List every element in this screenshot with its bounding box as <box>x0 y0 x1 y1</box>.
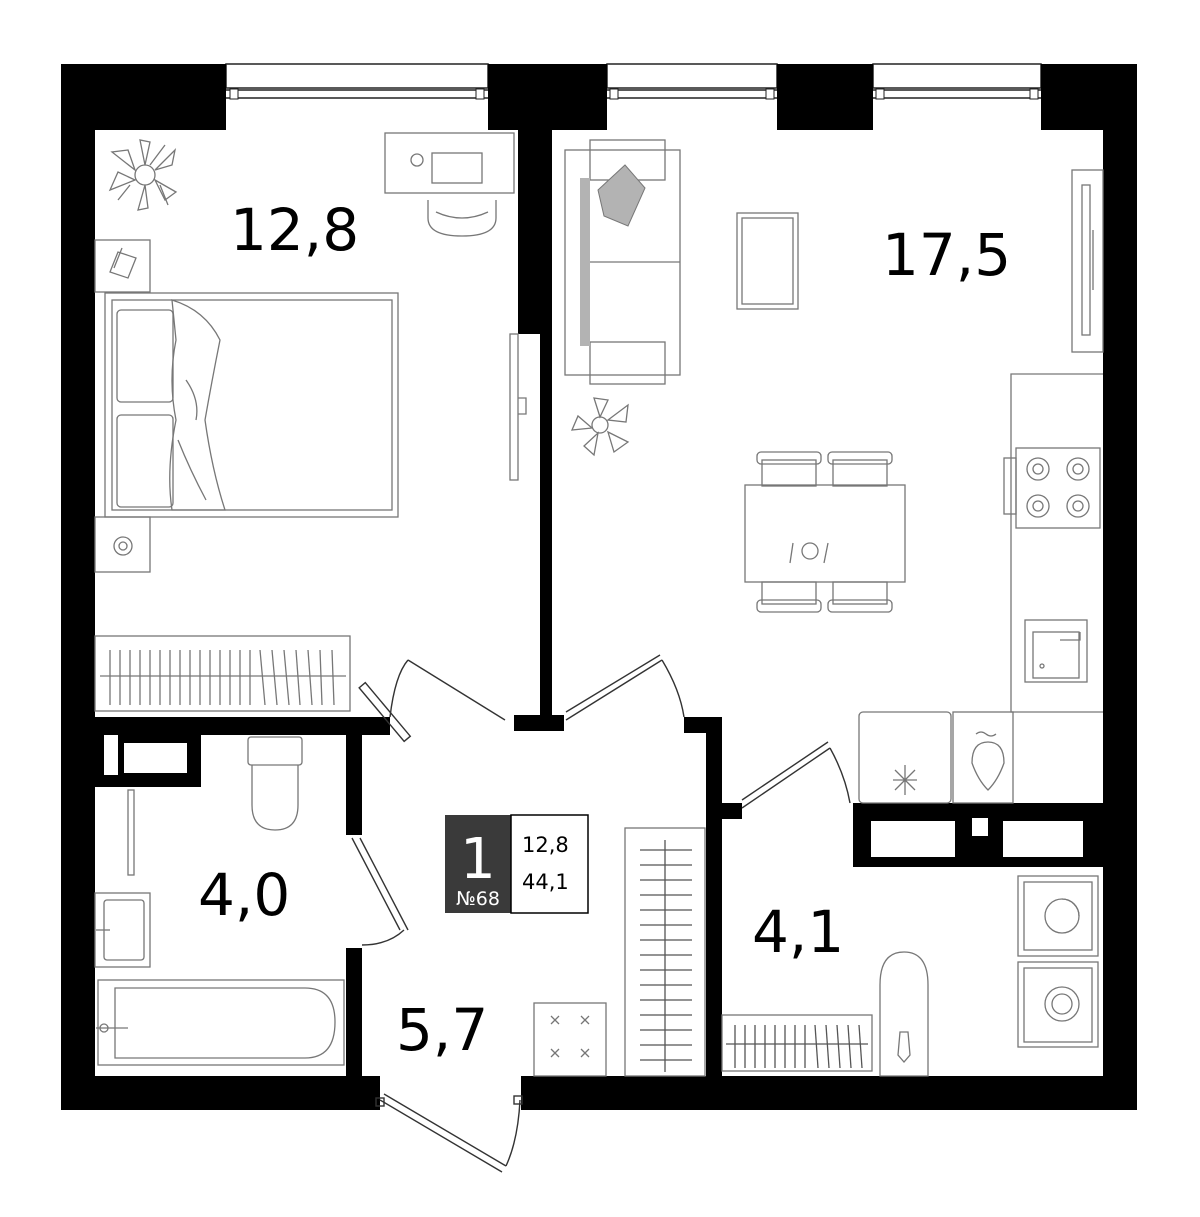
room-area-storage: 4,1 <box>752 898 844 966</box>
nightstand-bottom <box>94 516 151 573</box>
window-living-left <box>606 63 778 100</box>
room-area-hallway: 5,7 <box>396 996 488 1064</box>
badge-box <box>445 815 511 913</box>
tv-living <box>1071 169 1104 353</box>
door-bathroom <box>351 837 409 946</box>
desk <box>384 132 515 194</box>
living-furniture <box>564 139 1104 804</box>
storage-furniture <box>721 875 1099 1077</box>
washbasin <box>94 892 151 968</box>
dining-table <box>744 484 906 583</box>
cooktop <box>1003 447 1101 529</box>
dryer <box>1017 961 1099 1048</box>
room-area-bathroom: 4,0 <box>198 861 290 929</box>
living-area: 12,8 <box>522 833 569 857</box>
bathroom-furniture <box>94 736 345 1066</box>
dining-chair <box>761 459 817 487</box>
area-box <box>510 814 589 914</box>
fridge <box>858 711 952 804</box>
desk-chair <box>427 200 497 237</box>
sofa <box>564 139 681 385</box>
shoe-rack <box>533 1002 607 1077</box>
plant-icon <box>570 397 630 457</box>
towel-rail <box>127 789 135 876</box>
dishwasher <box>952 711 1014 804</box>
total-area: 44,1 <box>522 870 569 894</box>
bathtub <box>96 979 345 1066</box>
window-bedroom <box>225 63 489 100</box>
plant-icon <box>108 139 178 211</box>
tv-bedroom <box>509 333 519 481</box>
kitchen-counter <box>1010 373 1103 713</box>
rooms-count: 1 <box>460 827 496 892</box>
window-living-right <box>872 63 1042 100</box>
door-bedroom <box>358 659 506 743</box>
apartment-info: 1 №68 12,8 44,1 <box>445 814 589 914</box>
door-entrance <box>375 1093 523 1173</box>
door-storage <box>741 741 851 809</box>
windows <box>225 63 1042 100</box>
coffee-table <box>736 212 799 310</box>
door-living <box>565 654 685 721</box>
toilet <box>247 736 303 831</box>
wardrobe-bedroom <box>94 635 351 712</box>
ironing-board <box>879 951 929 1077</box>
doors <box>351 654 851 1173</box>
dining-chair <box>761 581 817 605</box>
nightstand-top <box>94 239 151 293</box>
kitchen-sink <box>1024 619 1088 683</box>
dining-chair <box>832 581 888 605</box>
room-area-living-kitchen: 17,5 <box>882 221 1011 289</box>
dining-chair <box>832 459 888 487</box>
apartment-number: №68 <box>456 888 500 910</box>
hallway-furniture <box>533 827 706 1077</box>
washing-machine <box>1017 875 1099 957</box>
hallway-wardrobe <box>624 827 706 1077</box>
double-bed <box>104 292 399 518</box>
storage-shelf <box>721 1014 873 1072</box>
walls <box>61 64 1137 1110</box>
bedroom-furniture <box>94 132 527 712</box>
room-area-bedroom: 12,8 <box>230 196 359 264</box>
